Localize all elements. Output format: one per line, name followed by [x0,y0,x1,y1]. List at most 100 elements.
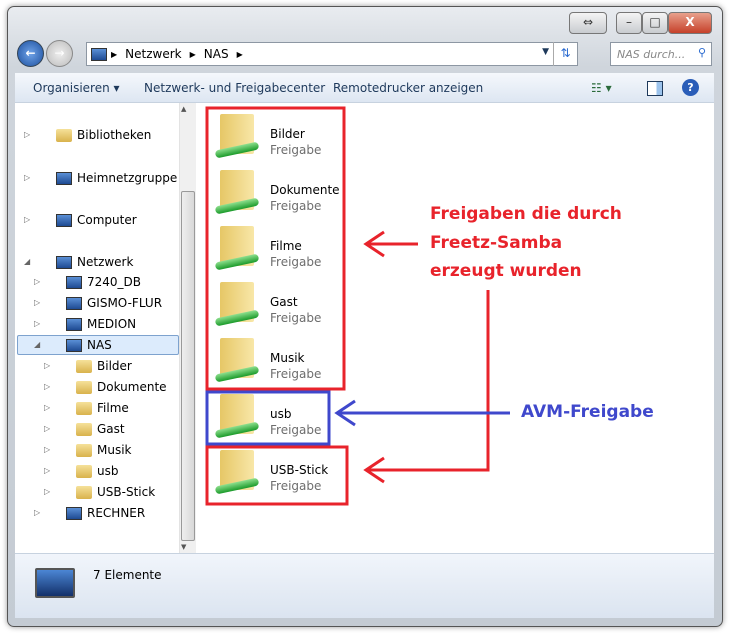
expand-icon[interactable]: ▷ [34,319,41,328]
annotation-avm: AVM-Freigabe [521,402,654,422]
forward-button[interactable]: → [46,40,73,67]
expand-icon[interactable]: ▷ [24,173,31,182]
expand-icon[interactable]: ◢ [34,340,41,349]
resize-button[interactable]: ⇔ [569,12,607,34]
usb-stick-box [205,445,349,506]
address-bar[interactable]: ▶ Netzwerk ▶ NAS ▶ ▼ ⇅ [86,42,578,66]
computer-icon [66,276,82,289]
tree-item-label: usb [97,464,119,478]
expand-icon[interactable]: ◢ [24,257,31,266]
arrow-usb-stick [363,290,490,484]
computer-icon [66,297,82,310]
tree-item-label: Bilder [97,359,132,373]
organize-button[interactable]: Organisieren ▾ [33,81,120,95]
close-button[interactable]: X [668,12,712,34]
minimize-button[interactable]: – [616,12,642,34]
share-name: Musik [270,351,305,365]
content-pane [196,103,714,553]
forward-arrow-icon: → [54,46,65,60]
folder-icon [76,444,92,457]
share-name: Filme [270,239,302,253]
expand-icon[interactable]: ▷ [34,508,41,517]
breadcrumb-separator-icon: ▶ [236,49,243,59]
history-dropdown-icon[interactable]: ▼ [542,47,549,57]
tree-item-label: Dokumente [97,380,167,394]
refresh-icon[interactable]: ⇅ [553,42,577,66]
arrow-avm [334,399,510,427]
view-options-icon[interactable]: ☷ ▾ [591,81,612,95]
expand-icon[interactable]: ▷ [24,130,31,139]
computer-icon [66,507,82,520]
tree-item-label: USB-Stick [97,485,156,499]
breadcrumb-nas[interactable]: NAS [203,47,229,61]
scroll-up-icon[interactable]: ▲ [181,105,187,113]
expand-icon[interactable]: ▷ [34,298,41,307]
share-type: Freigabe [270,367,322,381]
network-center-button[interactable]: Netzwerk- und Freigabecenter [144,81,326,95]
tree-item-label: Netzwerk [77,255,134,269]
share-name: Dokumente [270,183,340,197]
share-name: usb [270,407,292,421]
computer-icon [66,318,82,331]
back-button[interactable]: ← [17,40,44,67]
share-type: Freigabe [270,479,322,493]
share-name: Bilder [270,127,305,141]
tree-item-label: RECHNER [87,506,146,520]
expand-icon[interactable]: ▷ [44,361,51,370]
tree-item-label: Gast [97,422,125,436]
expand-icon[interactable]: ▷ [24,215,31,224]
selected-highlight [17,335,179,355]
nav-scrollbar[interactable]: ▲ ▼ [179,103,196,553]
tree-item-label: 7240_DB [87,275,142,289]
maximize-button[interactable]: □ [642,12,668,34]
search-icon[interactable]: ⚲ [697,46,706,59]
expand-icon[interactable]: ▷ [44,466,51,475]
computer-icon [56,214,72,227]
folder-icon [76,402,92,415]
network-icon [91,48,107,61]
help-icon[interactable]: ? [682,79,699,96]
folder-icon [76,423,92,436]
annotation-freetz-line2: Freetz-Samba [430,233,563,253]
computer-icon [56,172,72,185]
annotation-freetz-line1: Freigaben die durch [430,204,622,224]
expand-icon[interactable]: ▷ [44,403,51,412]
tree-item-label: GISMO-FLUR [87,296,163,310]
breadcrumb-netzwerk[interactable]: Netzwerk [125,47,182,61]
scroll-thumb[interactable] [181,191,195,541]
share-name: USB-Stick [270,463,329,477]
share-type: Freigabe [270,199,322,213]
avm-box [205,390,331,446]
expand-icon[interactable]: ▷ [34,277,41,286]
computer-icon [66,339,82,352]
folder-icon [76,381,92,394]
remote-printers-button[interactable]: Remotedrucker anzeigen [333,81,484,95]
navigation-pane: ▷Bibliotheken▷Heimnetzgruppe▷Computer◢Ne… [15,103,179,553]
status-bar: 7 Elemente [15,553,714,618]
share-type: Freigabe [270,423,322,437]
search-placeholder: NAS durch... [617,48,686,61]
freetz-box [205,106,346,391]
folder-icon [76,465,92,478]
expand-icon[interactable]: ▷ [44,487,51,496]
tree-item-label: Heimnetzgruppe [77,171,178,185]
share-type: Freigabe [270,311,322,325]
expand-icon[interactable]: ▷ [44,382,51,391]
tree-item-label: Musik [97,443,132,457]
scroll-down-icon[interactable]: ▼ [181,543,187,551]
item-count: 7 Elemente [93,568,162,582]
preview-pane-icon[interactable] [647,81,663,96]
search-input[interactable]: NAS durch... ⚲ [610,42,712,66]
expand-icon[interactable]: ▷ [44,424,51,433]
share-type: Freigabe [270,143,322,157]
computer-icon [35,568,75,598]
expand-icon[interactable]: ▷ [44,445,51,454]
